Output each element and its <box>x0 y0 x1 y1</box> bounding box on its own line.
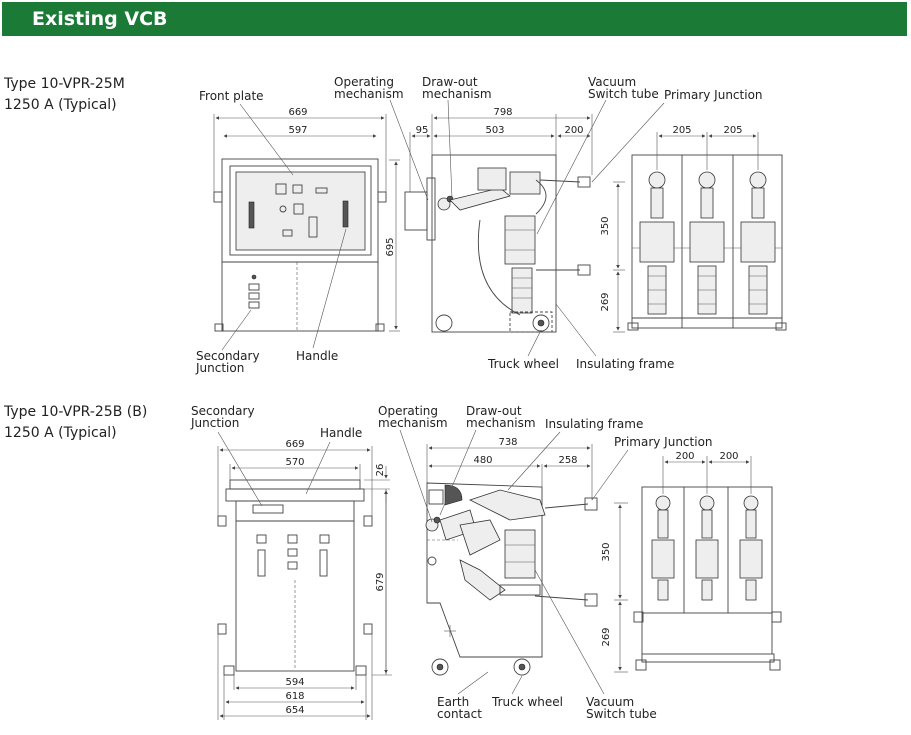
m-dim-95: 95 <box>416 125 429 136</box>
b-label-earth-1: Earth <box>437 695 469 709</box>
m-label-truck-wheel: Truck wheel <box>487 357 559 371</box>
b-label-draw-1: Draw-out <box>466 404 522 418</box>
type-label-b: Type 10-VPR-25B (B) 1250 A (Typical) <box>4 402 147 444</box>
m-label-front-plate: Front plate <box>199 89 264 103</box>
type-name-b: Type 10-VPR-25B (B) <box>4 404 148 420</box>
b-dim-654: 654 <box>285 705 304 716</box>
type-name-m: Type 10-VPR-25M <box>4 76 125 92</box>
b-label-ins-frame: Insulating frame <box>545 417 643 431</box>
b-dim-738: 738 <box>498 437 517 448</box>
m-dim-669: 669 <box>288 107 307 118</box>
b-label-sec-1: Secondary <box>191 404 255 418</box>
m-label-vac-2: Switch tube <box>588 87 659 101</box>
b-labels: Secondary Junction Handle Operating mech… <box>190 404 713 721</box>
m-label-handle: Handle <box>296 349 338 363</box>
b-label-op-1: Operating <box>378 404 438 418</box>
b-label-sec-2: Junction <box>190 416 239 430</box>
b-dim-570: 570 <box>285 457 304 468</box>
m-dim-695: 695 <box>385 237 396 256</box>
m-label-vac-1: Vacuum <box>588 75 636 89</box>
type-label-m: Type 10-VPR-25M 1250 A (Typical) <box>4 74 125 116</box>
m-label-primary: Primary Junction <box>664 88 763 102</box>
b-dim-618: 618 <box>285 691 304 702</box>
b-dim-200b: 200 <box>719 451 738 462</box>
m-dim-798: 798 <box>493 107 512 118</box>
b-dim-679: 679 <box>375 572 386 591</box>
m-label-ins-frame: Insulating frame <box>576 357 674 371</box>
b-label-op-2: mechanism <box>378 416 448 430</box>
m-dim-205b: 205 <box>723 125 742 136</box>
b-side-view: 738 480 258 <box>425 437 598 676</box>
b-label-handle: Handle <box>320 426 362 440</box>
m-label-sec-1: Secondary <box>196 349 260 363</box>
m-label-draw-1: Draw-out <box>422 75 478 89</box>
m-label-op-mech-2: mechanism <box>334 87 404 101</box>
m-dim-597: 597 <box>288 125 307 136</box>
b-label-primary: Primary Junction <box>614 435 713 449</box>
b-dim-258: 258 <box>558 455 577 466</box>
b-label-vac-1: Vacuum <box>586 695 634 709</box>
section-title: Existing VCB <box>32 8 168 30</box>
b-front-view: 669 570 26 679 594 618 654 <box>217 439 392 720</box>
section-header: Existing VCB <box>2 2 907 36</box>
b-label-earth-2: contact <box>437 707 482 721</box>
b-dim-594: 594 <box>285 677 304 688</box>
m-dim-200: 200 <box>564 125 583 136</box>
rating-b: 1250 A (Typical) <box>4 425 117 441</box>
b-dim-480: 480 <box>473 455 492 466</box>
m-end-view: 205 205 350 269 <box>600 125 787 333</box>
b-label-draw-2: mechanism <box>466 416 536 430</box>
m-label-draw-2: mechanism <box>422 87 492 101</box>
b-end-view: 200 200 350 269 <box>601 451 782 673</box>
m-dim-503: 503 <box>485 125 504 136</box>
b-label-vac-2: Switch tube <box>586 707 657 721</box>
b-dim-26: 26 <box>375 464 386 477</box>
m-label-op-mech-1: Operating <box>334 75 394 89</box>
m-side-view: 798 95 503 200 <box>404 107 593 333</box>
rating-m: 1250 A (Typical) <box>4 97 117 113</box>
m-dim-269: 269 <box>600 292 611 311</box>
b-dim-269: 269 <box>601 627 612 646</box>
b-dim-350: 350 <box>601 542 612 561</box>
m-dim-350: 350 <box>600 216 611 235</box>
m-front-view: 669 597 695 <box>213 107 400 332</box>
b-dim-669: 669 <box>285 439 304 450</box>
m-dim-205a: 205 <box>672 125 691 136</box>
m-labels: Front plate Operating mechanism Draw-out… <box>195 75 763 375</box>
m-label-sec-2: Junction <box>195 361 244 375</box>
b-label-truck-wheel: Truck wheel <box>491 695 563 709</box>
b-dim-200a: 200 <box>675 451 694 462</box>
